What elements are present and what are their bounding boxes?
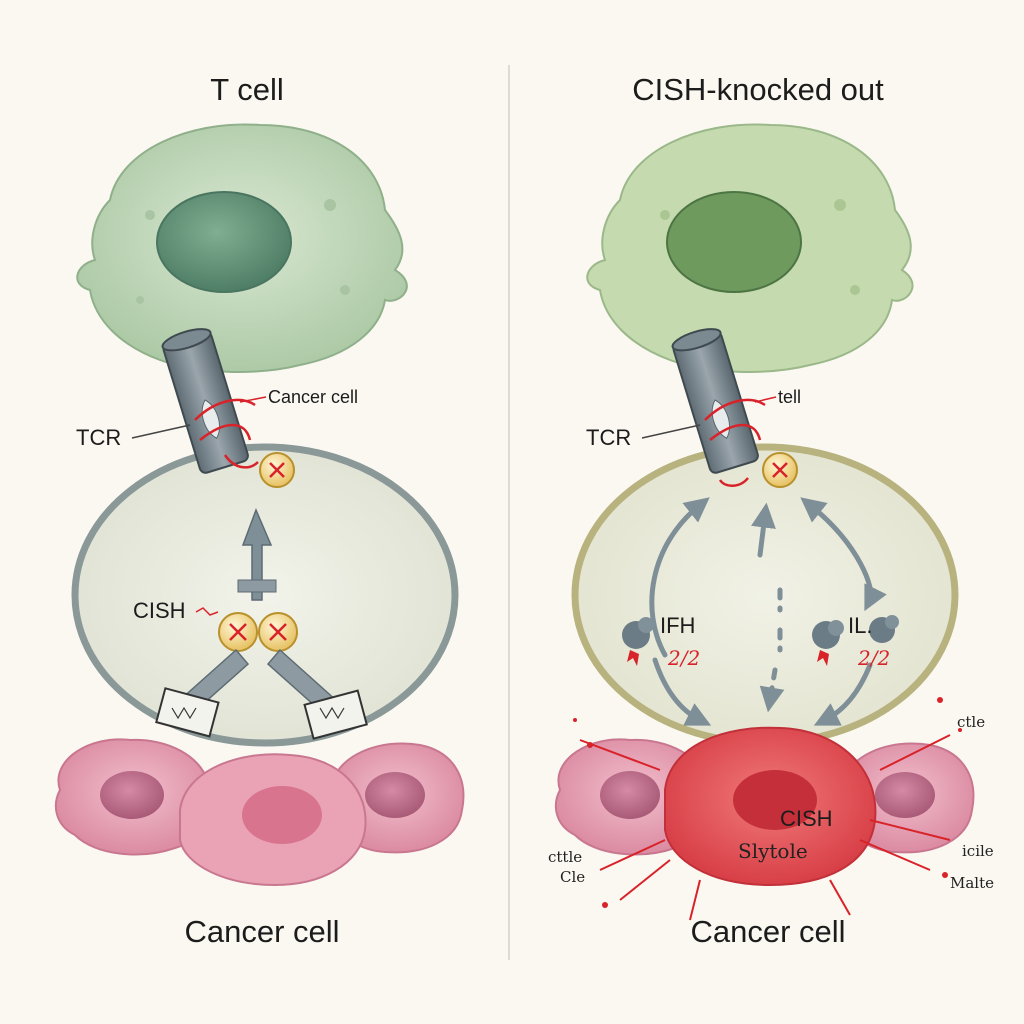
tcr-binding-marks xyxy=(194,398,259,469)
left-tcr-label: TCR xyxy=(76,425,121,450)
edge-label-4: icile xyxy=(962,842,994,860)
cish-marker-pair xyxy=(218,612,298,652)
edge-label-3: Cle xyxy=(560,868,585,886)
right-callout: tell xyxy=(778,387,801,407)
right-bottom-label: Cancer cell xyxy=(690,914,845,949)
t-cell-right xyxy=(586,123,914,373)
tcr-binding-marks-right xyxy=(704,398,766,487)
red-scribble-right: 2/2 xyxy=(857,646,890,670)
cancer-cells-right xyxy=(554,697,975,921)
left-tcr-leader xyxy=(131,424,191,439)
left-cish-leader xyxy=(195,607,219,616)
t-cell-nucleus xyxy=(156,191,292,293)
cancer-cells-left xyxy=(54,738,465,887)
cish-marker-icon-right xyxy=(762,452,798,488)
target-cell-membrane-left xyxy=(71,443,459,747)
edge-label-2: cttle xyxy=(548,848,582,866)
signal-arrow-icon xyxy=(237,507,277,601)
right-panel: CISH-knocked out TCR tell xyxy=(548,72,994,949)
arrow-icon xyxy=(649,497,887,726)
il-label: IL. xyxy=(848,613,872,638)
red-scribble-left: 2/2 xyxy=(667,646,700,670)
cytokine-icon xyxy=(622,615,899,666)
right-tcr-label: TCR xyxy=(586,425,631,450)
receptor-arms xyxy=(155,648,368,740)
edge-label-1: ctle xyxy=(957,713,985,731)
ifn-label: IFH xyxy=(660,613,695,638)
cish-marker-icon xyxy=(259,452,295,488)
tcr-receptor-icon-right xyxy=(671,328,759,474)
right-callout-leader xyxy=(754,396,777,403)
left-cish-label: CISH xyxy=(133,598,186,623)
edge-label-5: Malte xyxy=(950,874,994,892)
t-cell-left xyxy=(76,123,408,373)
right-cish-label: CISH xyxy=(780,806,833,831)
target-cell-membrane-right xyxy=(571,443,959,747)
right-tcr-leader xyxy=(641,424,701,439)
left-callout-leader xyxy=(239,396,267,403)
left-panel: T cell TCR Cancer cell xyxy=(54,72,465,949)
left-panel-title: T cell xyxy=(210,72,284,107)
right-panel-title: CISH-knocked out xyxy=(632,72,884,107)
left-bottom-label: Cancer cell xyxy=(184,914,339,949)
left-cancer-cell-callout: Cancer cell xyxy=(268,387,358,407)
t-cell-nucleus-right xyxy=(666,191,802,293)
sub-label: Slytole xyxy=(738,839,808,863)
